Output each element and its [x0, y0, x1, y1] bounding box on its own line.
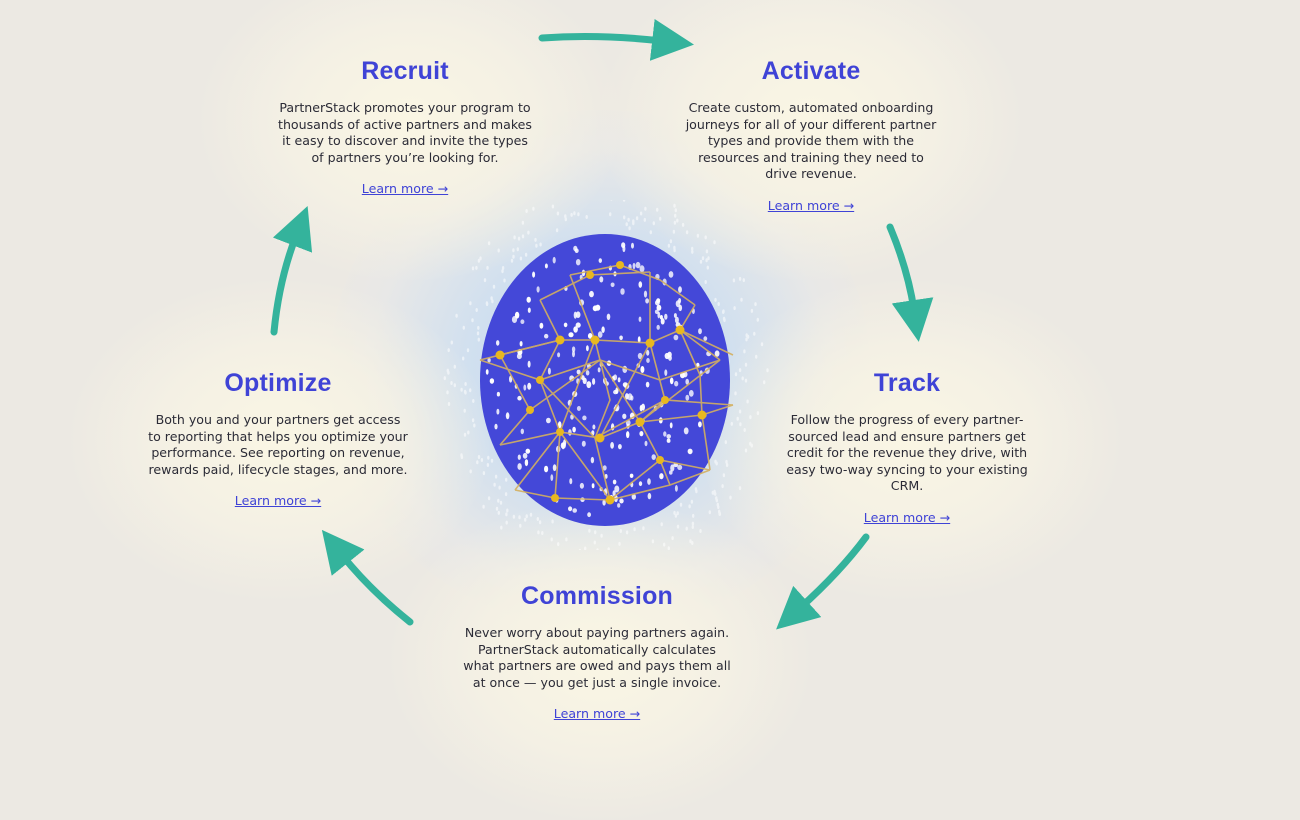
stage-title-activate: Activate	[761, 57, 861, 85]
learn-more-activate-link[interactable]: Learn more →	[767, 197, 855, 213]
stage-title-recruit: Recruit	[361, 57, 449, 85]
arrow-optimize-to-recruit-icon	[270, 205, 313, 336]
stage-description-optimize: Both you and your partners get access to…	[148, 412, 408, 477]
stage-commission: Commission Never worry about paying part…	[457, 582, 737, 722]
stage-title-track: Track	[873, 369, 941, 397]
network-globe-icon	[443, 200, 769, 550]
stage-description-recruit: PartnerStack promotes your program to th…	[278, 100, 532, 165]
learn-more-commission-link[interactable]: Learn more →	[553, 706, 641, 722]
arrow-track-to-commission-icon	[776, 533, 870, 630]
stage-recruit: Recruit PartnerStack promotes your progr…	[270, 57, 540, 197]
stage-description-activate: Create custom, automated onboarding jour…	[685, 100, 937, 182]
learn-more-recruit-link[interactable]: Learn more →	[361, 181, 449, 197]
arrow-activate-to-track-icon	[886, 223, 934, 342]
learn-more-optimize-link[interactable]: Learn more →	[234, 493, 322, 509]
stage-track: Track Follow the progress of every partn…	[767, 369, 1047, 526]
learn-more-track-link[interactable]: Learn more →	[863, 509, 951, 525]
arrow-recruit-to-activate-icon	[538, 19, 694, 61]
stage-description-commission: Never worry about paying partners again.…	[463, 625, 731, 690]
stage-title-commission: Commission	[520, 582, 674, 610]
stage-optimize: Optimize Both you and your partners get …	[143, 369, 413, 509]
cycle-arrows	[270, 19, 934, 630]
stage-description-track: Follow the progress of every partner-sou…	[786, 412, 1028, 494]
stage-activate: Activate Create custom, automated onboar…	[676, 57, 946, 214]
arrow-commission-to-optimize-icon	[321, 529, 414, 626]
stage-title-optimize: Optimize	[224, 369, 332, 397]
